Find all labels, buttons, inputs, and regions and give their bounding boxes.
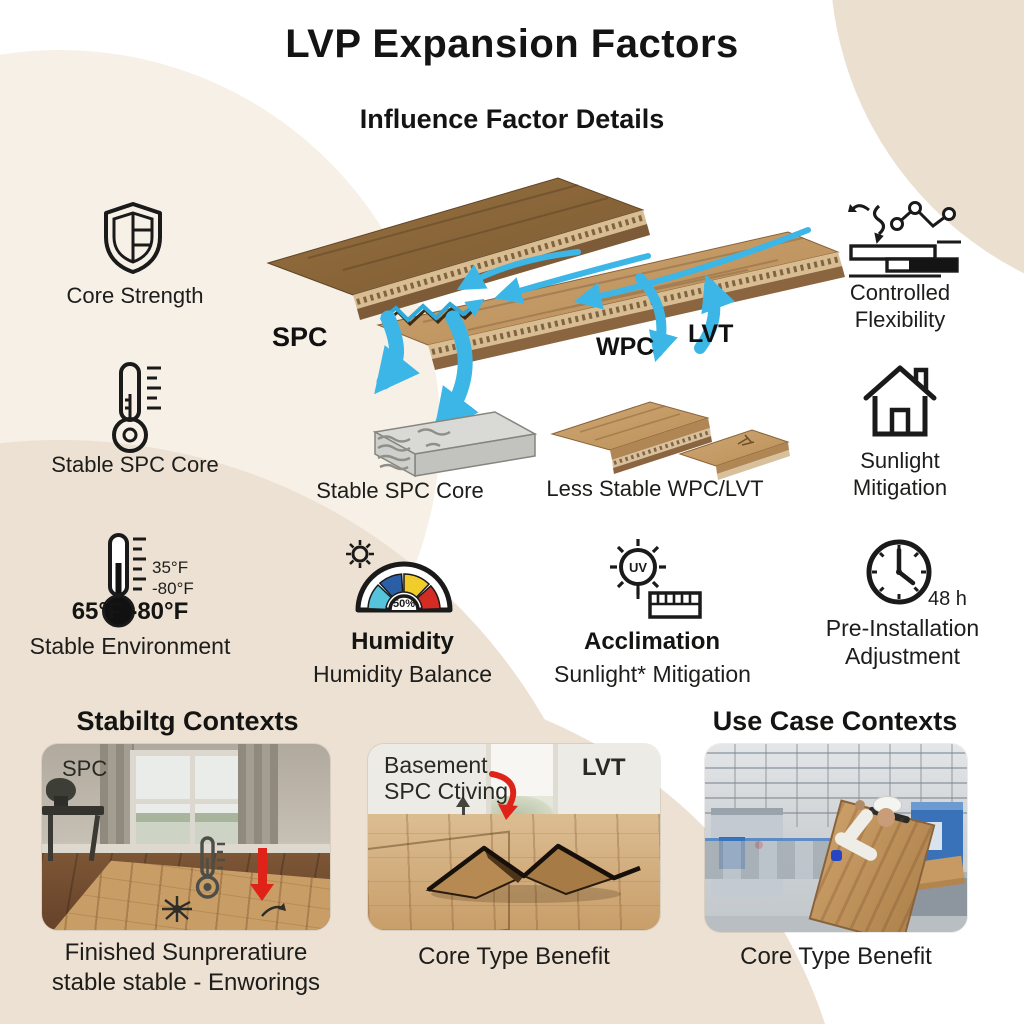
buckled-plank-illustration bbox=[425, 843, 641, 903]
label-controlled-flexibility: Controlled Flexibility bbox=[825, 280, 975, 334]
caption-card1-line2: stable stable - Enworings bbox=[51, 969, 321, 996]
label-spc: SPC bbox=[272, 322, 328, 352]
label-controlled-line2: Flexibility bbox=[854, 306, 946, 332]
temperature-note-line1: 35°F bbox=[152, 558, 189, 577]
baseboard bbox=[42, 844, 330, 853]
temperature-note-line2: -80°F bbox=[152, 579, 194, 599]
photo-stability-room: SPC bbox=[42, 744, 330, 930]
humidity-gauge-icon: 50% bbox=[346, 540, 453, 613]
temperature-range-note: 35°F -80°F bbox=[152, 557, 194, 600]
overlay-basement-line1: Basement bbox=[384, 752, 488, 778]
caption-stable-spc-core: Stable SPC Core bbox=[316, 478, 484, 503]
sun-icon bbox=[346, 540, 374, 568]
small-up-arrow-stem bbox=[462, 806, 465, 815]
label-sunlight-line2: Mitigation bbox=[852, 474, 948, 500]
small-up-arrow bbox=[456, 796, 470, 807]
shield-icon bbox=[104, 202, 162, 274]
controlled-flexibility-icon bbox=[848, 201, 961, 278]
pre-installation-line2: Adjustment bbox=[844, 643, 961, 670]
label-lvt: LVT bbox=[688, 320, 734, 348]
caption-card2: Core Type Benefit bbox=[418, 943, 610, 970]
red-down-arrow bbox=[258, 848, 267, 886]
spc-core-block-illustration bbox=[372, 411, 538, 478]
label-wpc: WPC bbox=[596, 333, 655, 361]
clock-duration: 48 h bbox=[928, 588, 967, 610]
thermometer-overlay-icon bbox=[195, 836, 225, 899]
temperature-subtitle: Stable Environment bbox=[29, 633, 231, 659]
red-down-arrow-head bbox=[250, 884, 274, 901]
uv-badge: UV bbox=[629, 560, 647, 575]
acclimation-title: Acclimation bbox=[583, 628, 721, 655]
overlay-basement-line2: SPC Ctiving bbox=[384, 778, 508, 805]
clock-icon bbox=[866, 539, 932, 605]
label-controlled-line1: Controlled bbox=[849, 280, 951, 305]
worker-head bbox=[877, 808, 895, 827]
temperature-thermometer-icon bbox=[102, 533, 146, 628]
wpc-lvt-planks-illustration bbox=[550, 401, 790, 480]
stability-contexts-heading: Stabiltg Contexts bbox=[76, 706, 299, 736]
thermometer-icon bbox=[112, 362, 161, 453]
pre-installation-line1: Pre-Installation bbox=[825, 615, 980, 641]
small-hook-mark-icon bbox=[261, 903, 286, 917]
worker-hand-top bbox=[855, 800, 865, 810]
worker-wrist-cuff bbox=[831, 850, 842, 861]
caption-card1-line1: Finished Sunpreratiure bbox=[64, 939, 308, 966]
overlay-spc-label: SPC bbox=[62, 756, 108, 781]
humidity-subtitle: Humidity Balance bbox=[313, 661, 492, 687]
caption-less-stable-wpc-lvt: Less Stable WPC/LVT bbox=[546, 476, 764, 501]
pre-installation-title: Pre-Installation Adjustment bbox=[795, 614, 1010, 670]
label-sunlight-mitigation: Sunlight Mitigation bbox=[825, 448, 975, 502]
caption-card1: Finished Sunpreratiure stable stable - E… bbox=[20, 938, 352, 998]
overlay-basement-label: Basement SPC Ctiving bbox=[384, 752, 508, 805]
photo-factory-worker bbox=[705, 744, 967, 932]
label-core-strength: Core Strength bbox=[66, 283, 204, 308]
label-stable-spc-core: Stable SPC Core bbox=[51, 452, 219, 477]
label-sunlight-line1: Sunlight bbox=[860, 448, 940, 473]
page-subtitle: Influence Factor Details bbox=[359, 104, 665, 134]
humidity-gauge-value: 50% bbox=[393, 598, 415, 610]
caption-card3: Core Type Benefit bbox=[740, 943, 932, 970]
plank-expansion-illustration bbox=[266, 177, 845, 435]
page-title: LVP Expansion Factors bbox=[285, 22, 739, 66]
uv-acclimation-icon: UV bbox=[610, 539, 702, 619]
red-curved-arrow bbox=[489, 771, 518, 820]
photo-buckling-floor: Basement SPC Ctiving LVT bbox=[368, 744, 660, 930]
humidity-title: Humidity bbox=[351, 628, 454, 655]
acclimation-subtitle: Sunlight* Mitigation bbox=[554, 661, 751, 687]
house-icon bbox=[863, 365, 937, 437]
impact-starburst-icon bbox=[162, 896, 192, 922]
overlay-lvt-label: LVT bbox=[582, 754, 626, 781]
use-case-contexts-heading: Use Case Contexts bbox=[712, 706, 958, 736]
temperature-title: 65°F -80°F bbox=[71, 598, 189, 625]
